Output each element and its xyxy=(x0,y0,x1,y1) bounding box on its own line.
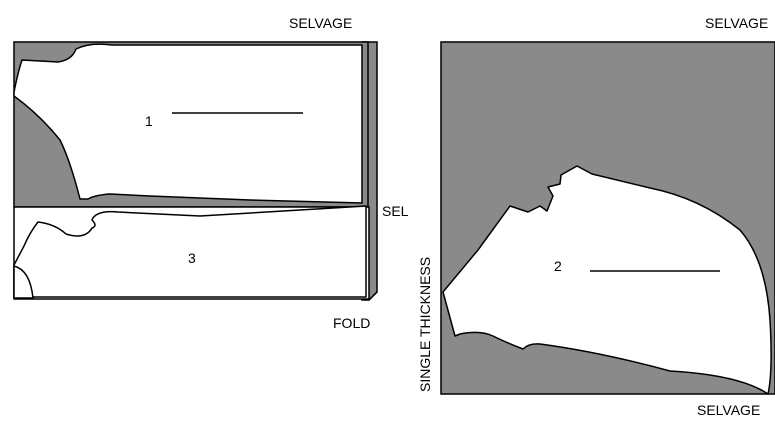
left-fabric-layout: 1 3 SELVAGE SEL FOLD xyxy=(13,15,409,331)
sel-label: SEL xyxy=(382,203,409,219)
fold-label: FOLD xyxy=(333,315,370,331)
piece-1-number: 1 xyxy=(145,113,153,129)
fold-edge-line xyxy=(368,291,378,301)
pattern-piece-1 xyxy=(13,43,363,204)
right-selvage-top-label: SELVAGE xyxy=(705,15,768,31)
right-fabric-layout: 2 SELVAGE SELVAGE SINGLE THICKNESS xyxy=(417,15,775,418)
single-thickness-label: SINGLE THICKNESS xyxy=(417,257,433,392)
piece-3-curve-cutout xyxy=(13,265,34,299)
right-selvage-bottom-label: SELVAGE xyxy=(697,402,760,418)
pattern-piece-2 xyxy=(442,165,772,395)
pattern-piece-3 xyxy=(13,205,367,298)
piece-2-number: 2 xyxy=(554,258,562,274)
piece-3-number: 3 xyxy=(188,250,196,266)
left-selvage-top-label: SELVAGE xyxy=(289,15,352,31)
